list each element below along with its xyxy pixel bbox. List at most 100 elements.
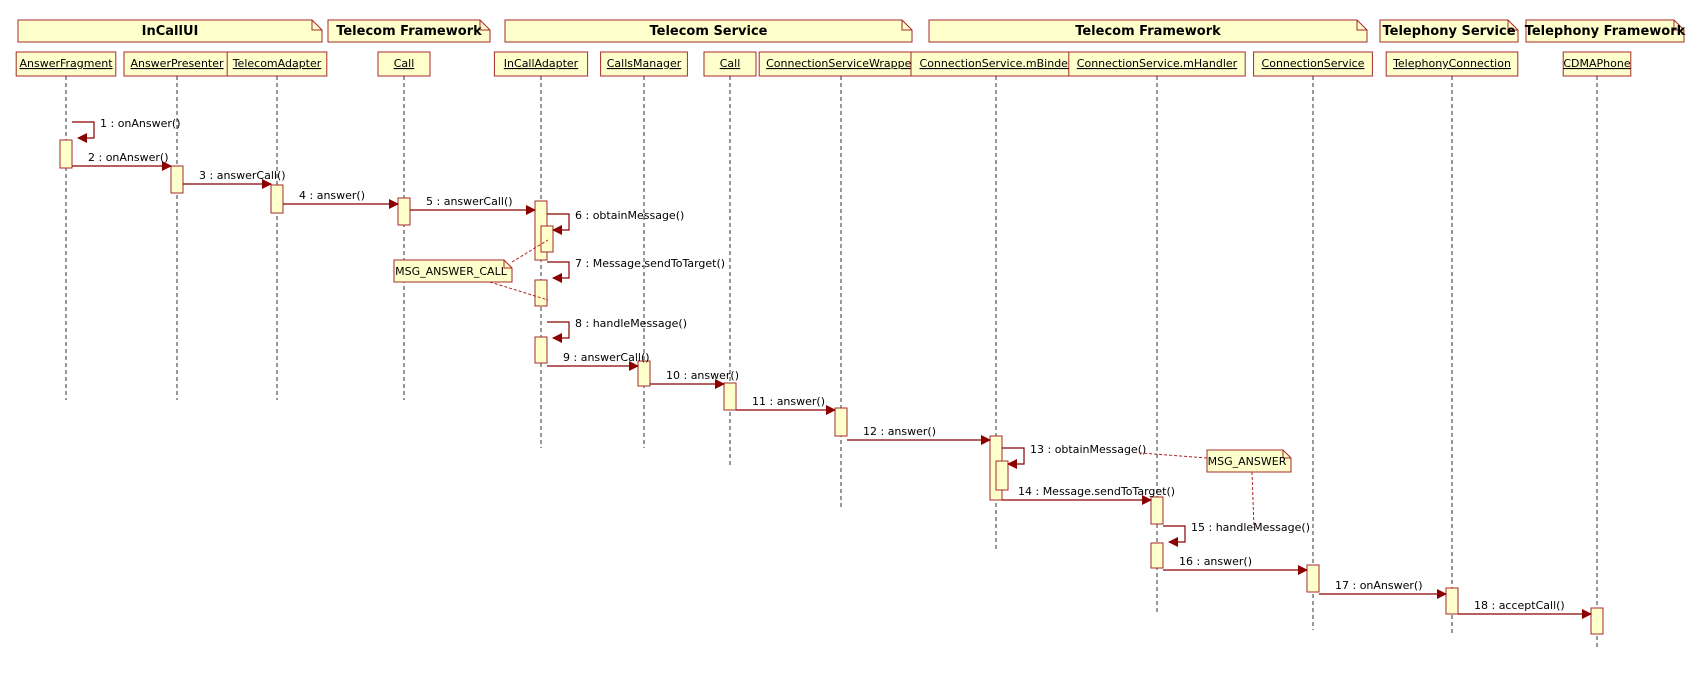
message-1: 1 : onAnswer() bbox=[72, 117, 181, 143]
note-box bbox=[393, 259, 513, 283]
activation-bar bbox=[1150, 496, 1164, 525]
lifeline-label: CDMAPhone bbox=[1563, 57, 1630, 70]
message-2: 2 : onAnswer() bbox=[72, 151, 172, 171]
message-arrow bbox=[1163, 525, 1186, 547]
activation-bar bbox=[834, 407, 848, 437]
activation-bar bbox=[723, 382, 737, 411]
note-link bbox=[489, 281, 549, 301]
message-arrow bbox=[547, 213, 570, 235]
note-link bbox=[1139, 452, 1208, 459]
lifeline-3: Call bbox=[377, 51, 431, 400]
message-3: 3 : answerCall() bbox=[183, 169, 286, 189]
lifeline-head bbox=[910, 51, 1082, 77]
message-4: 4 : answer() bbox=[283, 189, 399, 209]
package-0: InCallUI bbox=[17, 19, 323, 43]
message-12: 12 : answer() bbox=[847, 425, 991, 445]
message-13: 13 : obtainMessage() bbox=[1002, 443, 1146, 469]
activation-bar bbox=[59, 139, 73, 169]
package-title: Telecom Framework bbox=[336, 24, 482, 39]
message-label: 17 : onAnswer() bbox=[1335, 579, 1423, 592]
message-label: 5 : answerCall() bbox=[426, 195, 513, 208]
lifeline-label: ConnectionService bbox=[1262, 57, 1365, 70]
package-title: Telecom Framework bbox=[1075, 24, 1221, 39]
lifeline-head bbox=[600, 51, 688, 77]
notes: MSG_ANSWER_CALL MSG_ANSWER bbox=[393, 239, 1292, 529]
lifeline-head bbox=[1253, 51, 1373, 77]
message-11: 11 : answer() bbox=[736, 395, 836, 415]
activation-bar bbox=[1306, 564, 1320, 593]
lifeline-1: AnswerPresenter bbox=[123, 51, 231, 400]
package-5: Telephony Framework bbox=[1525, 19, 1686, 43]
note-text: MSG_ANSWER_CALL bbox=[395, 265, 508, 278]
lifeline-12: CDMAPhone bbox=[1562, 51, 1632, 650]
message-arrow bbox=[1002, 447, 1025, 469]
message-label: 10 : answer() bbox=[666, 369, 739, 382]
activation-bar bbox=[397, 197, 411, 226]
message-label: 13 : obtainMessage() bbox=[1030, 443, 1146, 456]
message-label: 6 : obtainMessage() bbox=[575, 209, 684, 222]
lifeline-11: TelephonyConnection bbox=[1385, 51, 1519, 636]
message-label: 11 : answer() bbox=[752, 395, 825, 408]
message-7: 7 : Message.sendToTarget() bbox=[547, 257, 725, 283]
package-headers: InCallUI Telecom Framework Telecom Service… bbox=[17, 19, 1686, 43]
lifeline-0: AnswerFragment bbox=[15, 51, 117, 400]
activation-bar bbox=[995, 460, 1009, 491]
message-label: 8 : handleMessage() bbox=[575, 317, 687, 330]
activation-bar bbox=[534, 336, 548, 364]
lifeline-9: ConnectionService.mHandler bbox=[1068, 51, 1246, 612]
lifeline-head bbox=[1562, 51, 1632, 77]
lifeline-label: AnswerFragment bbox=[19, 57, 113, 70]
activation-bar bbox=[1150, 542, 1164, 569]
message-label: 16 : answer() bbox=[1179, 555, 1252, 568]
message-label: 15 : handleMessage() bbox=[1191, 521, 1310, 534]
lifeline-4: InCallAdapter bbox=[493, 51, 589, 448]
message-label: 9 : answerCall() bbox=[563, 351, 650, 364]
lifeline-10: ConnectionService bbox=[1253, 51, 1373, 630]
message-label: 12 : answer() bbox=[863, 425, 936, 438]
lifeline-label: TelephonyConnection bbox=[1392, 57, 1511, 70]
message-arrow bbox=[547, 321, 570, 343]
message-arrow bbox=[72, 121, 95, 143]
package-title: Telephony Service bbox=[1382, 24, 1515, 39]
package-2: Telecom Service bbox=[504, 19, 913, 43]
message-17: 17 : onAnswer() bbox=[1319, 579, 1447, 599]
message-18: 18 : acceptCall() bbox=[1458, 599, 1592, 619]
lifeline-8: ConnectionService.mBinder bbox=[910, 51, 1082, 550]
activation-bar bbox=[1445, 587, 1459, 615]
message-16: 16 : answer() bbox=[1163, 555, 1308, 575]
package-title: InCallUI bbox=[142, 24, 199, 39]
lifeline-head bbox=[703, 51, 757, 77]
lifeline-label: CallsManager bbox=[607, 57, 682, 70]
note-link bbox=[1251, 471, 1255, 529]
package-3: Telecom Framework bbox=[928, 19, 1368, 43]
lifeline-head bbox=[15, 51, 117, 77]
message-label: 18 : acceptCall() bbox=[1474, 599, 1565, 612]
lifeline-head bbox=[123, 51, 231, 77]
package-1: Telecom Framework bbox=[327, 19, 491, 43]
activation-bar bbox=[270, 184, 284, 214]
lifeline-label: Call bbox=[394, 57, 415, 70]
lifeline-label: Call bbox=[720, 57, 741, 70]
activation-bar bbox=[637, 360, 651, 387]
lifeline-label: AnswerPresenter bbox=[130, 57, 224, 70]
lifeline-6: Call bbox=[703, 51, 757, 468]
activation-bar bbox=[534, 279, 548, 307]
message-arrow bbox=[547, 261, 570, 283]
lifeline-head bbox=[377, 51, 431, 77]
lifeline-label: ConnectionServiceWrapper bbox=[766, 57, 916, 70]
activation-bar bbox=[540, 225, 554, 253]
package-title: Telephony Framework bbox=[1525, 24, 1686, 39]
message-label: 14 : Message.sendToTarget() bbox=[1018, 485, 1175, 498]
message-14: 14 : Message.sendToTarget() bbox=[1002, 485, 1175, 505]
messages: 1 : onAnswer() 2 : onAnswer() 3 : answerCa… bbox=[72, 117, 1592, 619]
note-0: MSG_ANSWER_CALL bbox=[393, 239, 549, 301]
message-9: 9 : answerCall() bbox=[547, 351, 650, 371]
message-6: 6 : obtainMessage() bbox=[547, 209, 684, 235]
message-label: 3 : answerCall() bbox=[199, 169, 286, 182]
lifeline-label: TelecomAdapter bbox=[232, 57, 322, 70]
message-15: 15 : handleMessage() bbox=[1163, 521, 1310, 547]
message-10: 10 : answer() bbox=[650, 369, 739, 389]
note-text: MSG_ANSWER bbox=[1208, 455, 1287, 468]
activation-bars bbox=[59, 139, 1604, 635]
